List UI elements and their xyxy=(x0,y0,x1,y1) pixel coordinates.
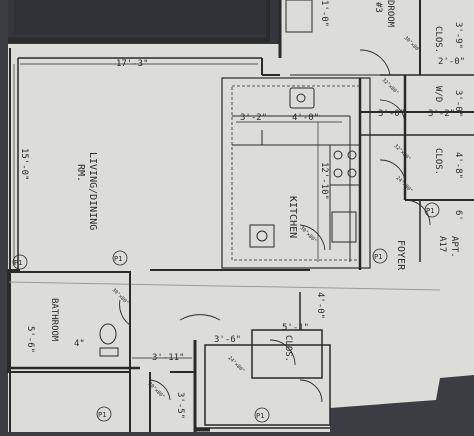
tag-p1: P1 xyxy=(114,255,122,263)
room-living-dining: LIVING/DINING xyxy=(87,152,98,230)
room-bedroom-top: DROOM xyxy=(385,0,395,28)
room-foyer: FOYER xyxy=(395,240,406,271)
partition-tags: P1 P1 P1 P1 P1 P1 xyxy=(12,202,440,423)
dim-hall-left: 3'-6" xyxy=(214,335,241,345)
dim-clos-top-w: 2'-0" xyxy=(438,57,465,67)
door-swings xyxy=(119,49,431,403)
fixtures xyxy=(99,0,361,357)
room-bedroom-top-num: #3 xyxy=(373,2,383,13)
dim-top-small: 1'-0" xyxy=(319,0,329,27)
paper-sheet xyxy=(8,0,474,432)
tag-p1: P1 xyxy=(256,412,264,420)
dim-clos-right-low: 6' xyxy=(453,210,463,221)
dim-living-width: 17'-3" xyxy=(116,59,149,69)
dim-foyer-w: 4'-0" xyxy=(315,292,325,319)
dim-kitchen-left: 3'-2" xyxy=(240,113,267,123)
room-labels: LIVING/DINING RM. KITCHEN BATHROOM FOYER… xyxy=(49,0,459,362)
room-apt-num: A17 xyxy=(437,236,447,252)
tag-p1: P1 xyxy=(374,253,382,261)
tag-p1: P1 xyxy=(426,207,434,215)
dimension-labels: 17'-3" 15'-0" 3'-2" 4'-0" 12'-10" 1'-0" … xyxy=(19,0,465,419)
dim-clos-right-h: 4'-8" xyxy=(453,152,463,179)
walls xyxy=(7,0,474,432)
dimension-lines xyxy=(13,63,342,359)
dim-wd-a: 3'-0" xyxy=(378,109,405,119)
dim-living-depth: 15'-0" xyxy=(19,148,29,181)
dim-kitchen-mid: 4'-0" xyxy=(292,113,319,123)
dim-wd-b: 3'-2" xyxy=(428,109,455,119)
dim-clos-bottom-w: 5'-1" xyxy=(282,323,309,333)
dim-low-left: 3'-5" xyxy=(175,392,185,419)
dim-kitchen-depth: 12'-10" xyxy=(319,162,329,200)
dim-hall-w: 3'-11" xyxy=(152,353,185,363)
room-kitchen: KITCHEN xyxy=(287,196,298,238)
tag-p1: P1 xyxy=(14,259,22,267)
room-closet-top-right: CLOS. xyxy=(433,26,443,53)
dim-bath-w: 5'-6" xyxy=(25,326,35,353)
dim-wd-h: 3'-0" xyxy=(453,90,463,117)
room-apt: APT. xyxy=(449,236,459,258)
backdrop-left xyxy=(0,0,8,432)
tag-p1: P1 xyxy=(98,411,106,419)
backdrop-cutout-top xyxy=(14,0,270,34)
room-washer-dryer: W/D xyxy=(433,86,443,102)
room-closet-bottom: CLOS. xyxy=(283,335,293,362)
room-closet-right: CLOS. xyxy=(433,148,443,175)
dim-clos-top-h: 3'-9" xyxy=(453,22,463,49)
dim-bath-small: 4" xyxy=(74,339,85,349)
room-bathroom: BATHROOM xyxy=(49,298,59,342)
room-living-dining-rm: RM. xyxy=(75,164,86,182)
